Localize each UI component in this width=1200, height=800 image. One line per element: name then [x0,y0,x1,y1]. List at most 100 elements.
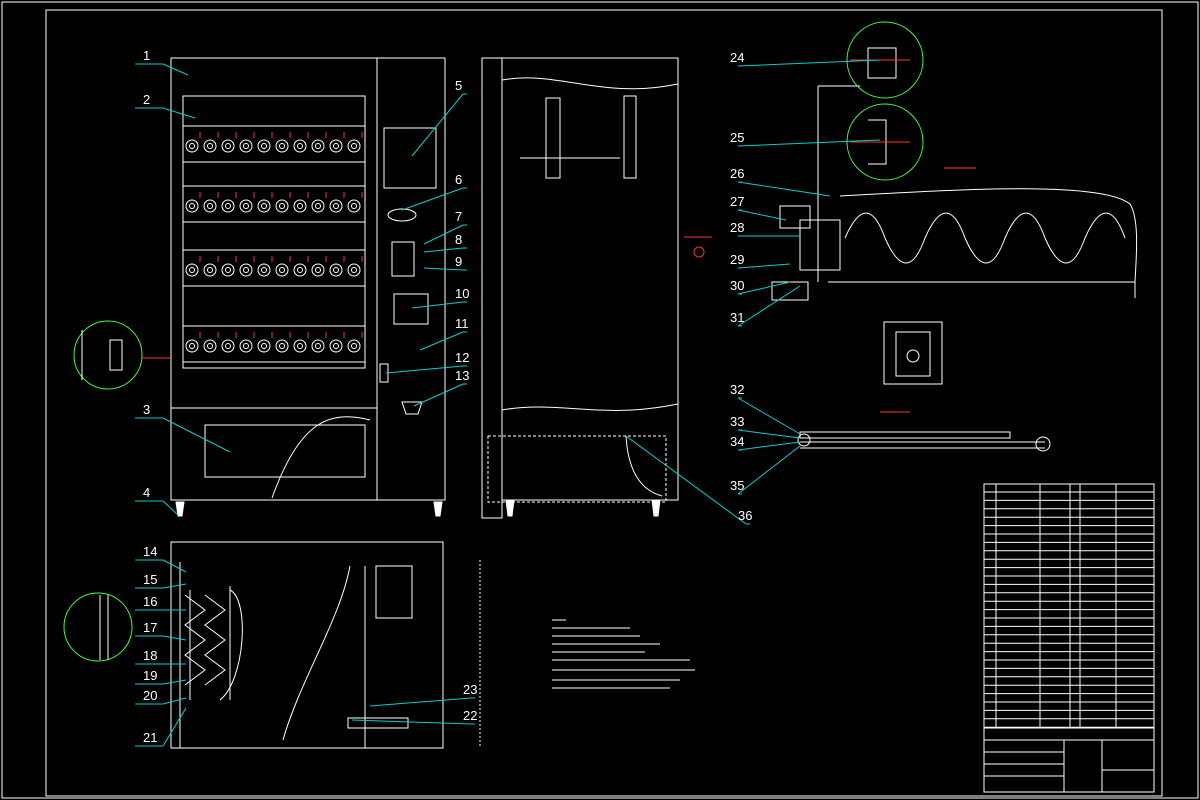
part-number-33: 33 [730,414,744,429]
leader-line [737,285,801,327]
leader-line [423,267,464,271]
leader-line [411,93,464,157]
part-number-24: 24 [730,50,744,65]
leader-line [162,697,187,705]
part-number-17: 17 [143,620,157,635]
spiral-coil [203,339,217,353]
spiral-coil [221,199,235,213]
spiral-coil [203,139,217,153]
leader-line [423,247,464,253]
leader-line [737,441,801,451]
spiral-coil [221,339,235,353]
part-number-36: 36 [738,508,752,523]
leader-line [737,209,787,221]
part-number-35: 35 [730,478,744,493]
leader-line [737,445,801,495]
part-number-28: 28 [730,220,744,235]
spiral-coil [275,339,289,353]
leader-line [413,383,464,407]
spiral-coil [185,139,199,153]
leader-line [162,417,231,453]
leader-line [423,224,464,245]
leader-line [385,365,464,374]
spiral-coil [293,263,307,277]
leader-line [737,59,881,67]
part-number-8: 8 [455,232,462,247]
spiral-coil [293,139,307,153]
leader-line [737,429,801,439]
leader-line [737,139,881,147]
spiral-coil [257,263,271,277]
leader-line [419,331,464,351]
spiral-coil [239,139,253,153]
part-number-27: 27 [730,194,744,209]
spiral-coil [311,339,325,353]
part-number-34: 34 [730,434,744,449]
leader-line [162,107,196,119]
leader-line [162,583,187,589]
spiral-coil [347,263,361,277]
leader-line [401,187,464,211]
spiral-coil [239,339,253,353]
spiral-coil [221,139,235,153]
part-number-18: 18 [143,648,157,663]
leader-line [737,397,801,435]
spiral-coil [311,263,325,277]
part-number-3: 3 [143,402,150,417]
parts-list-table [983,483,1155,729]
spiral-coil [347,139,361,153]
part-number-32: 32 [730,382,744,397]
leader-line [737,281,791,295]
spiral-coil [185,199,199,213]
part-number-14: 14 [143,544,157,559]
part-number-29: 29 [730,252,744,267]
spiral-coil [239,263,253,277]
part-number-13: 13 [455,368,469,383]
leader-line [351,719,472,725]
side-view [481,57,679,519]
part-number-23: 23 [463,682,477,697]
spiral-coil [329,139,343,153]
panel-face [883,321,943,385]
spiral-coil [311,199,325,213]
spiral-coil [347,339,361,353]
technical-notes [552,619,695,689]
detail-circle-24 [846,21,924,99]
part-number-26: 26 [730,166,744,181]
spiral-coil [275,263,289,277]
part-number-7: 7 [455,209,462,224]
spiral-coil [275,139,289,153]
leader-line [411,301,464,309]
part-number-9: 9 [455,254,462,269]
spiral-coil [257,139,271,153]
leader-line [162,707,187,747]
spiral-coil [257,199,271,213]
spiral-coil [293,199,307,213]
leader-line [162,63,189,76]
part-number-25: 25 [730,130,744,145]
leader-line [369,697,472,707]
part-number-11: 11 [455,316,469,331]
title-block [983,727,1155,793]
part-number-1: 1 [143,48,150,63]
spiral-coil [347,199,361,213]
part-number-5: 5 [455,78,462,93]
spiral-coil [185,339,199,353]
part-number-19: 19 [143,668,157,683]
front-view [170,57,446,517]
leader-line [162,559,187,573]
part-number-12: 12 [455,350,469,365]
spiral-coil [185,263,199,277]
leader-line [162,500,179,516]
spiral-mechanism [771,85,1138,301]
leader-line [162,679,187,685]
spiral-coil [329,199,343,213]
part-number-10: 10 [455,286,469,301]
spiral-coil [239,199,253,213]
part-number-6: 6 [455,172,462,187]
part-number-16: 16 [143,594,157,609]
detail-circle-front [73,320,143,390]
spiral-coil [275,199,289,213]
